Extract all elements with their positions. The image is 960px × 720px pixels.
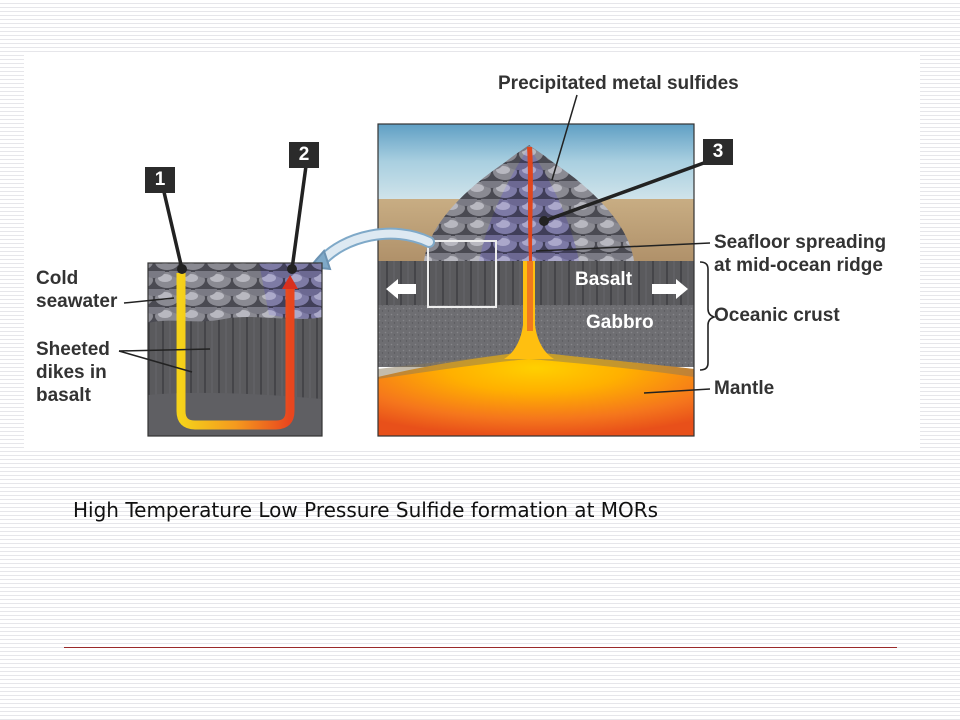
label-gabbro: Gabbro bbox=[586, 312, 654, 333]
label-sheeted-dikes-1: Sheeted bbox=[36, 339, 110, 360]
label-sheeted-dikes-2: dikes in bbox=[36, 362, 107, 383]
slide-caption: High Temperature Low Pressure Sulfide fo… bbox=[73, 498, 659, 522]
leader-lines bbox=[118, 94, 713, 394]
label-cold-seawater-1: Cold bbox=[36, 268, 79, 289]
figure-panel: 1 2 3 Precipitated metal sulfides Cold s… bbox=[24, 55, 920, 450]
oceanic-crust-brace bbox=[699, 261, 717, 371]
marker-3: 3 bbox=[703, 139, 733, 165]
mantle-layer bbox=[378, 351, 694, 436]
mor-diagram bbox=[118, 94, 717, 437]
footer-divider bbox=[64, 647, 897, 648]
hydrothermal-conduit bbox=[527, 147, 533, 261]
label-cold-seawater-2: seawater bbox=[36, 291, 118, 312]
marker-1: 1 bbox=[145, 167, 175, 193]
spreading-arrow-left bbox=[386, 279, 416, 299]
label-sheeted-dikes-3: basalt bbox=[36, 385, 91, 406]
ridge-cross-section bbox=[378, 124, 694, 436]
marker-2: 2 bbox=[289, 142, 319, 168]
label-seafloor-spreading-1: Seafloor spreading bbox=[714, 232, 887, 253]
basalt-layer bbox=[378, 261, 694, 305]
zoom-box bbox=[427, 240, 497, 308]
zoom-detail-block bbox=[148, 263, 322, 436]
spreading-arrow-right bbox=[652, 279, 688, 299]
label-basalt: Basalt bbox=[575, 269, 633, 290]
label-seafloor-spreading-2: at mid-ocean ridge bbox=[714, 255, 883, 276]
fluid-flow-path bbox=[176, 273, 295, 430]
label-mantle: Mantle bbox=[714, 378, 775, 399]
label-precipitated-metal-sulfides: Precipitated metal sulfides bbox=[498, 73, 739, 94]
label-oceanic-crust: Oceanic crust bbox=[714, 305, 840, 326]
